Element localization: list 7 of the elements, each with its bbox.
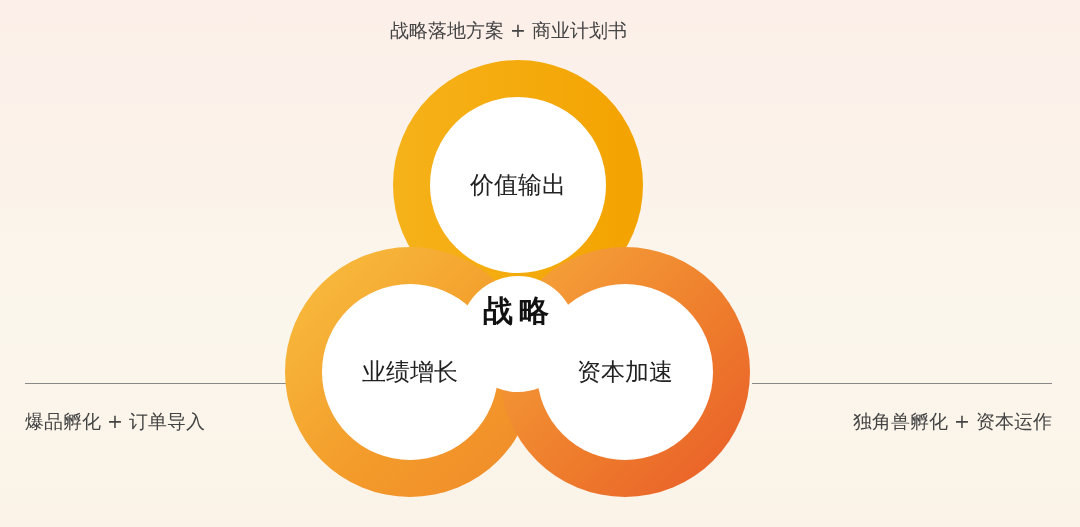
caption-text: 战略落地方案 + 商业计划书: [390, 20, 627, 41]
circle-label: 业绩增长: [362, 357, 458, 388]
center-label: 战略: [483, 294, 555, 327]
caption-text: 爆品孵化 + 订单导入: [25, 411, 205, 432]
circle-label: 价值输出: [470, 170, 566, 201]
circle-label: 资本加速: [577, 357, 673, 388]
caption-text: 独角兽孵化 + 资本运作: [853, 411, 1052, 432]
